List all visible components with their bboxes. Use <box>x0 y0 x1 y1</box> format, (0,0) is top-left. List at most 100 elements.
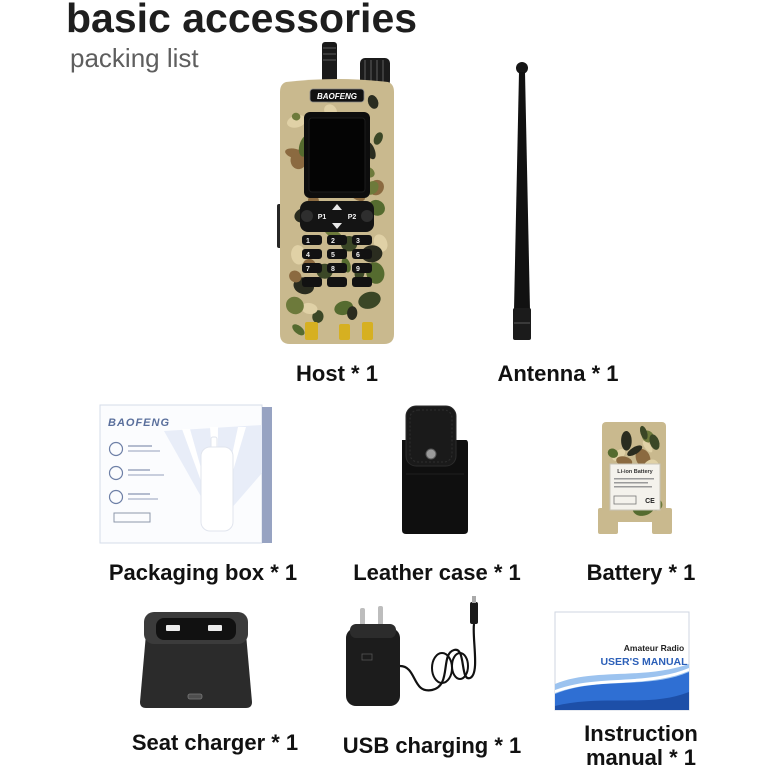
radio-foot <box>339 324 350 340</box>
radio-key-label: 5 <box>331 252 335 259</box>
radio-key <box>302 263 322 273</box>
volume-knob-rib <box>376 60 378 84</box>
camo-patch <box>373 132 383 145</box>
antenna-stub-body <box>322 42 337 84</box>
seat-charger-label: Seat charger * 1 <box>131 730 299 755</box>
radio-key-label: 4 <box>306 252 310 259</box>
charger-well <box>156 618 236 640</box>
radio-key-label: 6 <box>356 252 360 259</box>
box-fine-print <box>128 493 150 495</box>
plug-mark <box>361 653 373 661</box>
battery-label-caption: Battery * 1 <box>586 560 696 585</box>
antenna-whip <box>514 72 530 310</box>
radio-logo-plate: BAOFENG <box>309 88 365 103</box>
antenna-image <box>513 62 531 340</box>
leather-case-image <box>402 405 468 534</box>
micro-usb-connector <box>470 602 478 624</box>
camo-patch <box>289 270 302 283</box>
usb-cable-loop <box>451 652 469 680</box>
case-strap <box>405 405 457 467</box>
radio-key <box>302 235 322 245</box>
antenna-tip <box>516 62 528 74</box>
radio-key-label: 2 <box>331 238 335 245</box>
instruction-manual-image: Amateur Radio USER'S MANUAL <box>554 611 690 711</box>
usb-cable-loop <box>431 652 453 684</box>
camo-patch <box>367 95 379 109</box>
box-fine-print <box>128 469 150 471</box>
camo-patch <box>358 291 381 309</box>
box-radio-illustration <box>200 446 234 532</box>
battery-barcode-box <box>613 495 637 505</box>
manual-title-line2: USER'S MANUAL <box>600 656 688 668</box>
radio-key-label: 8 <box>331 266 335 273</box>
box-fine-print <box>128 474 164 476</box>
radio-key <box>352 277 372 287</box>
radio-key-label: 7 <box>306 266 310 273</box>
radio-nav-cluster: P1 P2 <box>300 201 374 232</box>
host-label: Host * 1 <box>296 361 378 386</box>
plug-face <box>350 624 396 638</box>
camo-patch <box>627 445 643 457</box>
radio-logo-background <box>309 88 365 103</box>
antenna-stub <box>322 42 337 84</box>
radio-key <box>352 249 372 259</box>
nav-left-round-key <box>301 210 313 222</box>
charger-contact <box>166 625 180 631</box>
charger-contact <box>208 625 222 631</box>
box-fine-print <box>128 445 152 447</box>
camo-patch <box>642 440 653 453</box>
radio-key <box>352 235 372 245</box>
charger-base <box>140 634 252 708</box>
page-title: basic accessories <box>66 0 418 41</box>
camo-patch <box>607 448 619 458</box>
box-brand-logo: BAOFENG <box>108 417 170 429</box>
battery-label-title: Li-ion Battery <box>617 469 653 475</box>
battery-fine-print <box>614 482 648 484</box>
radio-bottom-feet <box>305 322 373 340</box>
radio-key-label: 9 <box>356 266 360 273</box>
nav-up-arrow-icon <box>332 204 342 210</box>
box-feature-icon <box>108 489 124 505</box>
leather-case-label: Leather case * 1 <box>353 560 521 585</box>
manual-title-line1: Amateur Radio <box>624 643 684 653</box>
page-subtitle: packing list <box>70 43 199 73</box>
battery-fine-print <box>614 478 654 480</box>
camo-patch <box>649 434 660 450</box>
usb-charging-label: USB charging * 1 <box>342 733 522 758</box>
case-snap-button <box>425 448 437 460</box>
radio-key-label: 3 <box>356 238 360 245</box>
camo-patch <box>287 115 306 128</box>
plug-body <box>346 628 400 706</box>
charger-indicator-light <box>187 693 203 700</box>
camo-patch <box>312 310 324 323</box>
box-feature-icon <box>108 441 124 457</box>
display-screen <box>308 117 366 193</box>
plug-prong <box>378 606 383 628</box>
radio-key <box>327 263 347 273</box>
soft-key-p1: P1 <box>318 214 327 221</box>
camo-patch <box>347 306 358 320</box>
battery-image: Li-ion Battery CE <box>598 422 672 534</box>
nav-right-round-key <box>361 210 373 222</box>
packaging-box-label: Packaging box * 1 <box>108 560 298 585</box>
camo-patch <box>291 112 301 121</box>
usb-charger-image <box>346 596 478 706</box>
volume-knob-rib <box>382 60 384 84</box>
manual-wave-dark <box>555 692 689 710</box>
box-side <box>262 407 272 543</box>
volume-knob <box>360 58 390 86</box>
volume-knob-rib <box>364 60 366 84</box>
seat-charger-image <box>140 612 252 708</box>
box-fine-print <box>128 450 160 452</box>
camo-patch <box>292 324 305 336</box>
antenna-stub-rib <box>323 59 336 61</box>
camo-patch <box>639 425 648 440</box>
nav-cluster-background <box>300 201 374 232</box>
micro-usb-tip <box>472 596 476 603</box>
camo-patch <box>285 296 304 315</box>
radio-foot <box>305 322 318 340</box>
manual-wave-highlight <box>555 668 689 693</box>
radio-foot <box>362 322 373 340</box>
